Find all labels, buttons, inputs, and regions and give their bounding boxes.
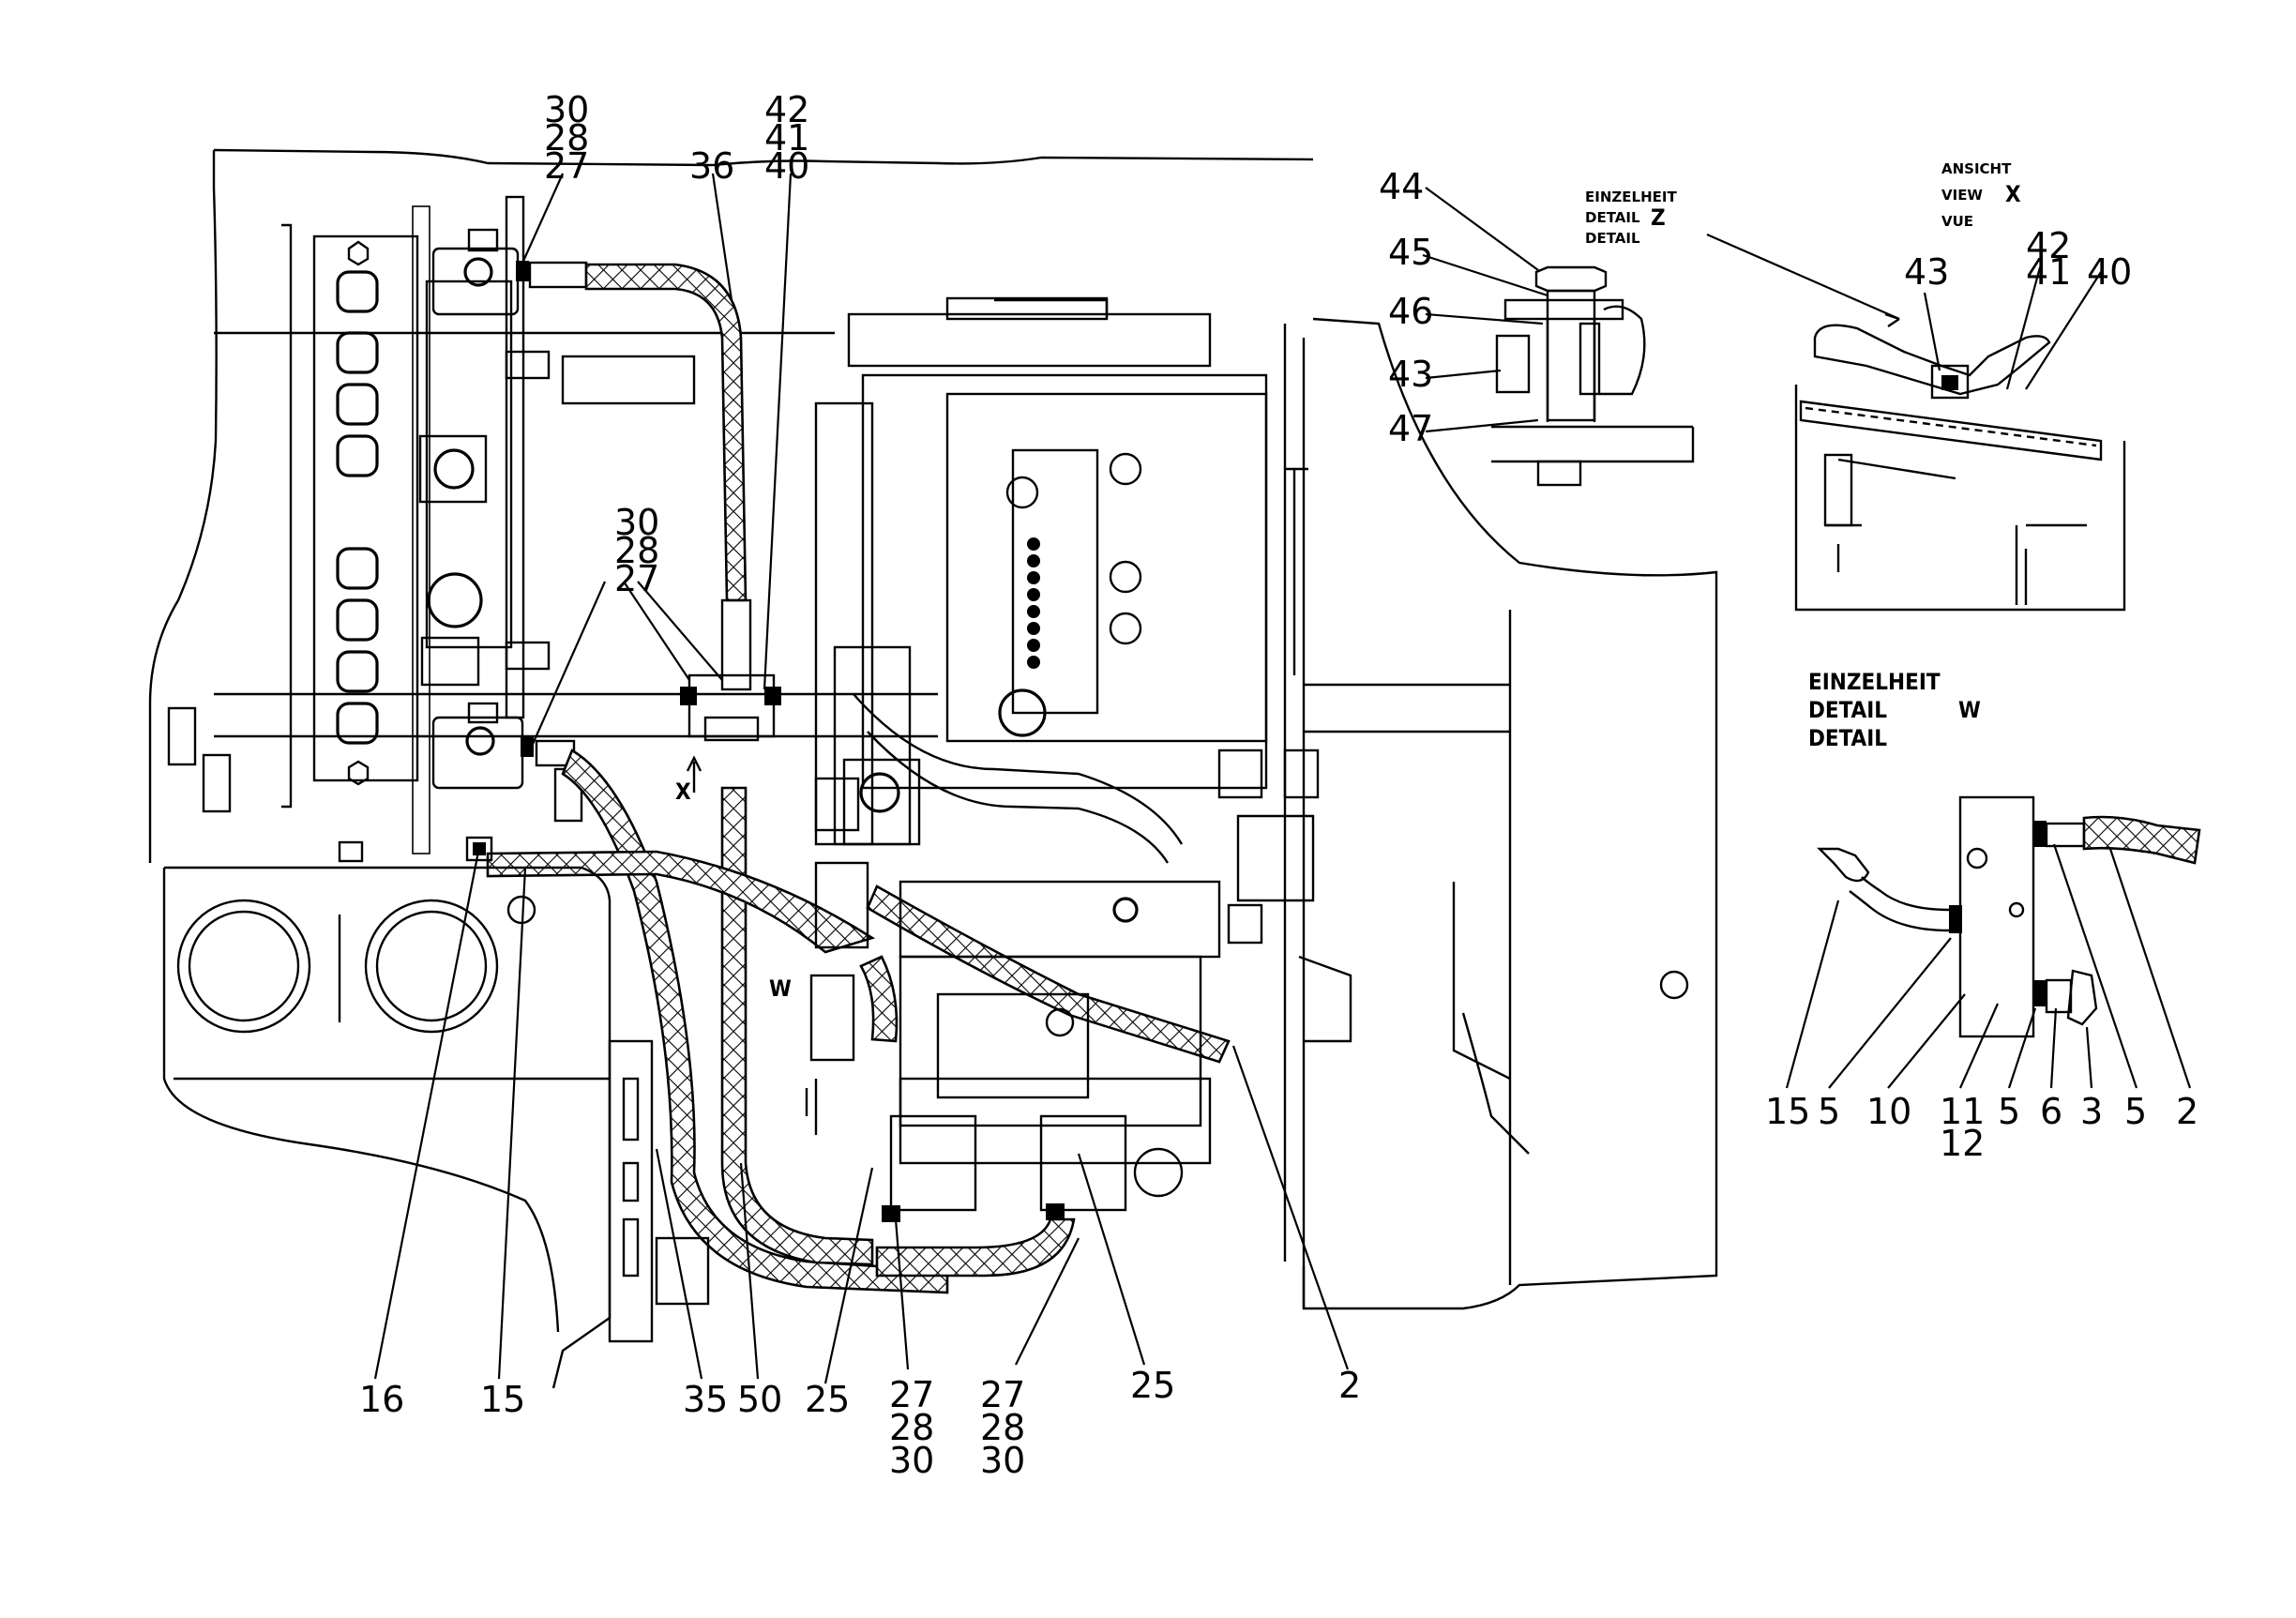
- callout-label: 45: [1388, 232, 1433, 273]
- chassis-outline: [148, 148, 1718, 1310]
- hose-clamp-x: [680, 673, 781, 742]
- callout-labels: 30 28 27 42 41 40 36 30 28 27 16 15 35 5…: [359, 89, 1361, 1481]
- callout-label: 35: [683, 1379, 728, 1420]
- callout-label: 25: [1130, 1365, 1175, 1406]
- detail-z-letter: Z: [1651, 204, 1666, 231]
- callout-label: 42: [2026, 225, 2071, 266]
- arrow-icon: [686, 755, 702, 793]
- callout-label: 2: [2176, 1091, 2198, 1132]
- detail-w-caption: DETAIL: [1808, 725, 1887, 751]
- callout-label: 27: [889, 1374, 934, 1415]
- callout-label: 30: [980, 1440, 1025, 1481]
- callout-label: 30: [614, 502, 659, 543]
- callout-label: 25: [805, 1379, 850, 1420]
- callout-label: 28: [614, 530, 659, 571]
- detail-w-text: EINZELHEIT DETAIL DETAIL W 15 5 10 11 12…: [1765, 669, 2198, 1164]
- callout-label: 10: [1866, 1091, 1911, 1132]
- detail-z-caption: DETAIL: [1585, 230, 1640, 247]
- view-x-arrow-label: X: [675, 779, 691, 805]
- callout-label: 47: [1388, 408, 1433, 449]
- view-x-letter: X: [2005, 181, 2021, 207]
- leader-lines: [373, 173, 2192, 1384]
- callout-label: 6: [2040, 1091, 2062, 1132]
- detail-w-caption: EINZELHEIT: [1808, 669, 1941, 695]
- valve-block-left: [167, 195, 696, 854]
- callout-label: 36: [689, 145, 734, 187]
- detail-z: [1491, 265, 1695, 487]
- detail-w-letter: W: [1958, 697, 1981, 723]
- callout-label: 41: [764, 117, 809, 159]
- callout-label: 28: [980, 1407, 1025, 1448]
- callout-label: 27: [544, 145, 589, 187]
- callout-label: 28: [889, 1407, 934, 1448]
- callout-label: 5: [2124, 1091, 2147, 1132]
- callout-label: 27: [980, 1374, 1025, 1415]
- view-x-caption: VIEW: [1941, 187, 1983, 204]
- callout-label: 2: [1338, 1365, 1361, 1406]
- callout-label: 11: [1940, 1091, 1985, 1132]
- view-x-caption: ANSICHT: [1941, 160, 2012, 177]
- callout-label: 40: [764, 145, 809, 187]
- callout-label: 5: [1818, 1091, 1840, 1132]
- callout-label: 5: [1998, 1091, 2020, 1132]
- detail-w-caption: DETAIL: [1808, 697, 1887, 723]
- callout-label: 15: [480, 1379, 525, 1420]
- callout-label: 3: [2080, 1091, 2103, 1132]
- callout-label: 27: [614, 558, 659, 599]
- callout-label: 42: [764, 89, 809, 130]
- detail-z-caption: DETAIL: [1585, 209, 1640, 226]
- callout-label: 44: [1379, 166, 1424, 207]
- callout-label: 15: [1765, 1091, 1810, 1132]
- detail-z-caption: EINZELHEIT: [1585, 189, 1677, 205]
- solenoid-valve-mid: [431, 702, 576, 790]
- detail-w-mark: W: [769, 975, 792, 1002]
- callout-label: 46: [1388, 291, 1433, 332]
- callout-label: 43: [1904, 251, 1949, 293]
- callout-label: 43: [1388, 354, 1433, 395]
- view-x-caption: VUE: [1941, 213, 1973, 230]
- view-x: [1706, 233, 2126, 612]
- callout-label: 41: [2026, 251, 2071, 293]
- view-x-text: ANSICHT VIEW VUE X 43 42 41 40: [1904, 160, 2132, 293]
- callout-label: 40: [2087, 251, 2132, 293]
- callout-label: 30: [889, 1440, 934, 1481]
- engine-assembly: [805, 296, 1320, 1222]
- hoses: [486, 263, 1231, 1294]
- callout-label: 12: [1940, 1123, 1985, 1164]
- base-left: [162, 836, 710, 1389]
- solenoid-valve-top: [431, 228, 588, 316]
- detail-w: [1817, 795, 2201, 1038]
- callout-label: 16: [359, 1379, 404, 1420]
- callout-label: 28: [544, 117, 589, 159]
- callout-label: 30: [544, 89, 589, 130]
- detail-z-text: EINZELHEIT DETAIL DETAIL Z 44 45 46 43 4…: [1379, 166, 1677, 449]
- callout-label: 50: [737, 1379, 782, 1420]
